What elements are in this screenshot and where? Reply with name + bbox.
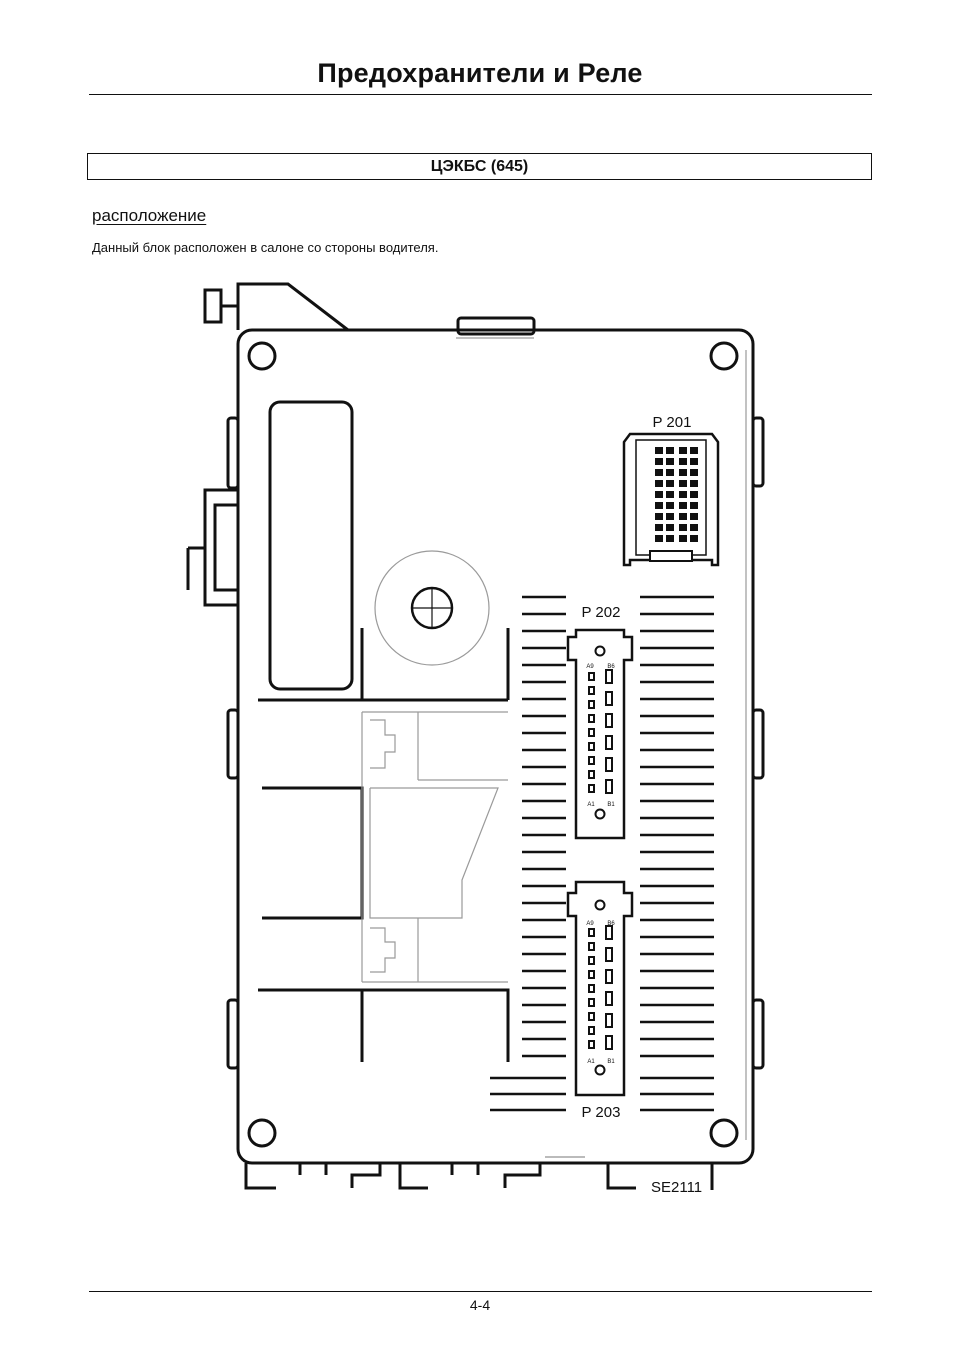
top-tab <box>456 316 536 336</box>
p202-pins <box>588 669 613 794</box>
location-description: Данный блок расположен в салоне со сторо… <box>92 240 439 255</box>
p202-pin-b6: B6 <box>607 664 615 670</box>
p201-label: P 201 <box>653 414 692 431</box>
section-title-box: ЦЭКБС (645) <box>87 153 872 180</box>
p202-label: P 202 <box>582 604 621 621</box>
p203-pins <box>588 925 613 1050</box>
top-latch <box>203 288 223 324</box>
stripe-pattern <box>490 595 714 1112</box>
p201-pin-grid <box>655 447 698 542</box>
page-title: Предохранители и Реле <box>317 58 643 88</box>
p202-pin-a9: A9 <box>586 664 594 670</box>
p203-pin-b1: B1 <box>607 1059 615 1065</box>
location-subheading: расположение <box>92 206 207 225</box>
connector-p203: A9 B6 A1 B1 P 203 <box>566 872 640 1124</box>
connector-p201: P 201 <box>565 410 720 588</box>
p203-pin-a1: A1 <box>587 1059 595 1065</box>
page-number: 4-4 <box>469 1297 491 1313</box>
section-title: ЦЭКБС (645) <box>430 157 529 175</box>
diagram-reference-code: SE2111 <box>651 1179 702 1196</box>
bottom-connectors <box>244 1156 714 1190</box>
footer-rule <box>89 1291 872 1292</box>
interior-partitions <box>258 628 510 1062</box>
header-rule <box>89 94 872 95</box>
faint-details <box>361 337 747 1140</box>
p203-pin-b6: B6 <box>607 921 615 927</box>
top-bracket <box>236 282 349 332</box>
connector-p202: A9 B6 A1 B1 P 202 <box>566 600 640 850</box>
p202-pin-a1: A1 <box>587 802 595 808</box>
p202-pin-b1: B1 <box>607 802 615 808</box>
p203-label: P 203 <box>582 1104 621 1121</box>
p203-pin-a9: A9 <box>586 921 594 927</box>
housing <box>186 282 765 1165</box>
